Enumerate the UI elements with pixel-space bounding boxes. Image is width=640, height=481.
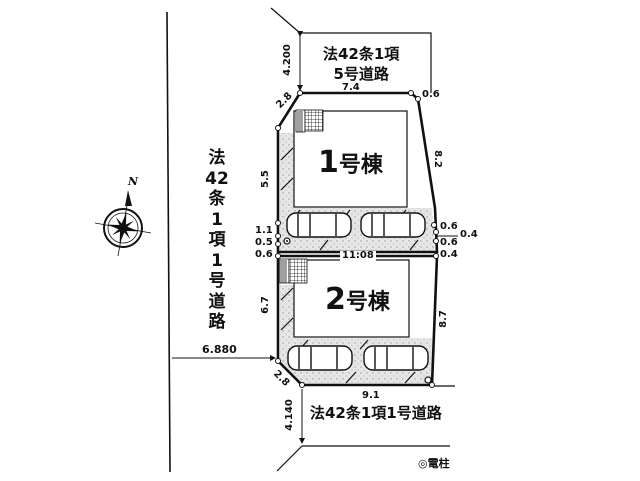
north-road-label-line2: 5号道路 [333,65,389,83]
building-2-suffix: 号棟 [345,290,390,315]
building-2-porch [279,258,290,284]
north-road-label: 法42条1項 5号道路 [323,44,399,84]
car-icon-lot1-right [360,212,426,238]
north-road-label-line1: 法42条1項 [323,45,400,63]
building-2-number: 2 [325,282,346,317]
west-road-char: 条 [208,189,226,209]
building-1-label: 1号棟 [318,148,383,178]
dim-west-road-width: 6.880 [202,343,237,356]
north-road-outline [300,32,432,93]
west-road-char: 法 [208,148,226,168]
utility-pole-icon-2 [424,376,432,384]
dim-north-frontage: 7.4 [342,82,360,93]
lot2-boundary [276,254,439,387]
dim-north-road-width: 4.200 [281,44,293,76]
dim-south-frontage: 9.1 [362,390,380,401]
dim-south-road-width: 4.140 [283,399,295,431]
north-road-diagonal [270,7,301,34]
car-icon-lot2-left [287,345,353,371]
utility-pole-legend: ◎電柱 [418,457,450,470]
building-2-footprint [293,259,410,338]
dim-divider-length: 11:08 [340,250,376,261]
dim-lot1-west: 5.5 [259,170,271,188]
dim-west-left-3: 0.6 [255,249,273,260]
building-1-porch [295,109,306,133]
west-road-char: 道 [208,291,226,312]
building-1-porch-lines [297,111,303,132]
building-2-stairs [288,258,308,284]
lot2-side-yard [280,285,294,338]
south-road-label: 法42条1項1号道路 [310,404,442,422]
dim-north-east-small: 0.6 [422,89,440,100]
boundary-markers [275,90,439,388]
compass-rose-icon [94,190,152,257]
compass-north-label: N [128,175,139,188]
west-road-char: 1 [211,250,223,271]
west-road-char: 1 [211,209,223,230]
west-road-char: 号 [208,271,226,291]
building-2-label: 2号棟 [325,285,390,315]
car-icon-lot2-right [363,345,429,371]
dim-lot2-west: 6.7 [259,296,271,314]
building-1-number: 1 [318,145,339,180]
west-road-label: 法 42 条 1 項 1 号 道 路 [205,148,229,333]
dim-east-right-1: 0.6 [440,221,458,232]
dim-east-right-offset: 0.4 [460,229,478,240]
west-road-edge [166,11,171,473]
dim-lot2-east: 8.7 [437,310,449,328]
west-road-char: 項 [208,230,226,250]
car-icon-lot1-left [286,212,352,238]
west-road-char: 42 [205,168,229,189]
building-1-suffix: 号棟 [338,153,383,178]
dim-lot1-east: 8.2 [431,150,443,168]
dim-east-right-3: 0.4 [440,249,458,260]
parking-hatch-lines [280,147,419,384]
building-1-stairs [304,109,324,132]
building-2-porch-lines [281,260,287,283]
west-road-char: 路 [208,312,226,332]
dim-east-right-2: 0.6 [440,237,458,248]
lot1-side-yard [280,133,294,208]
dim-west-left-2: 0.5 [255,237,273,248]
dim-west-left-1: 1.1 [255,225,273,236]
south-road-diagonal [276,445,303,472]
